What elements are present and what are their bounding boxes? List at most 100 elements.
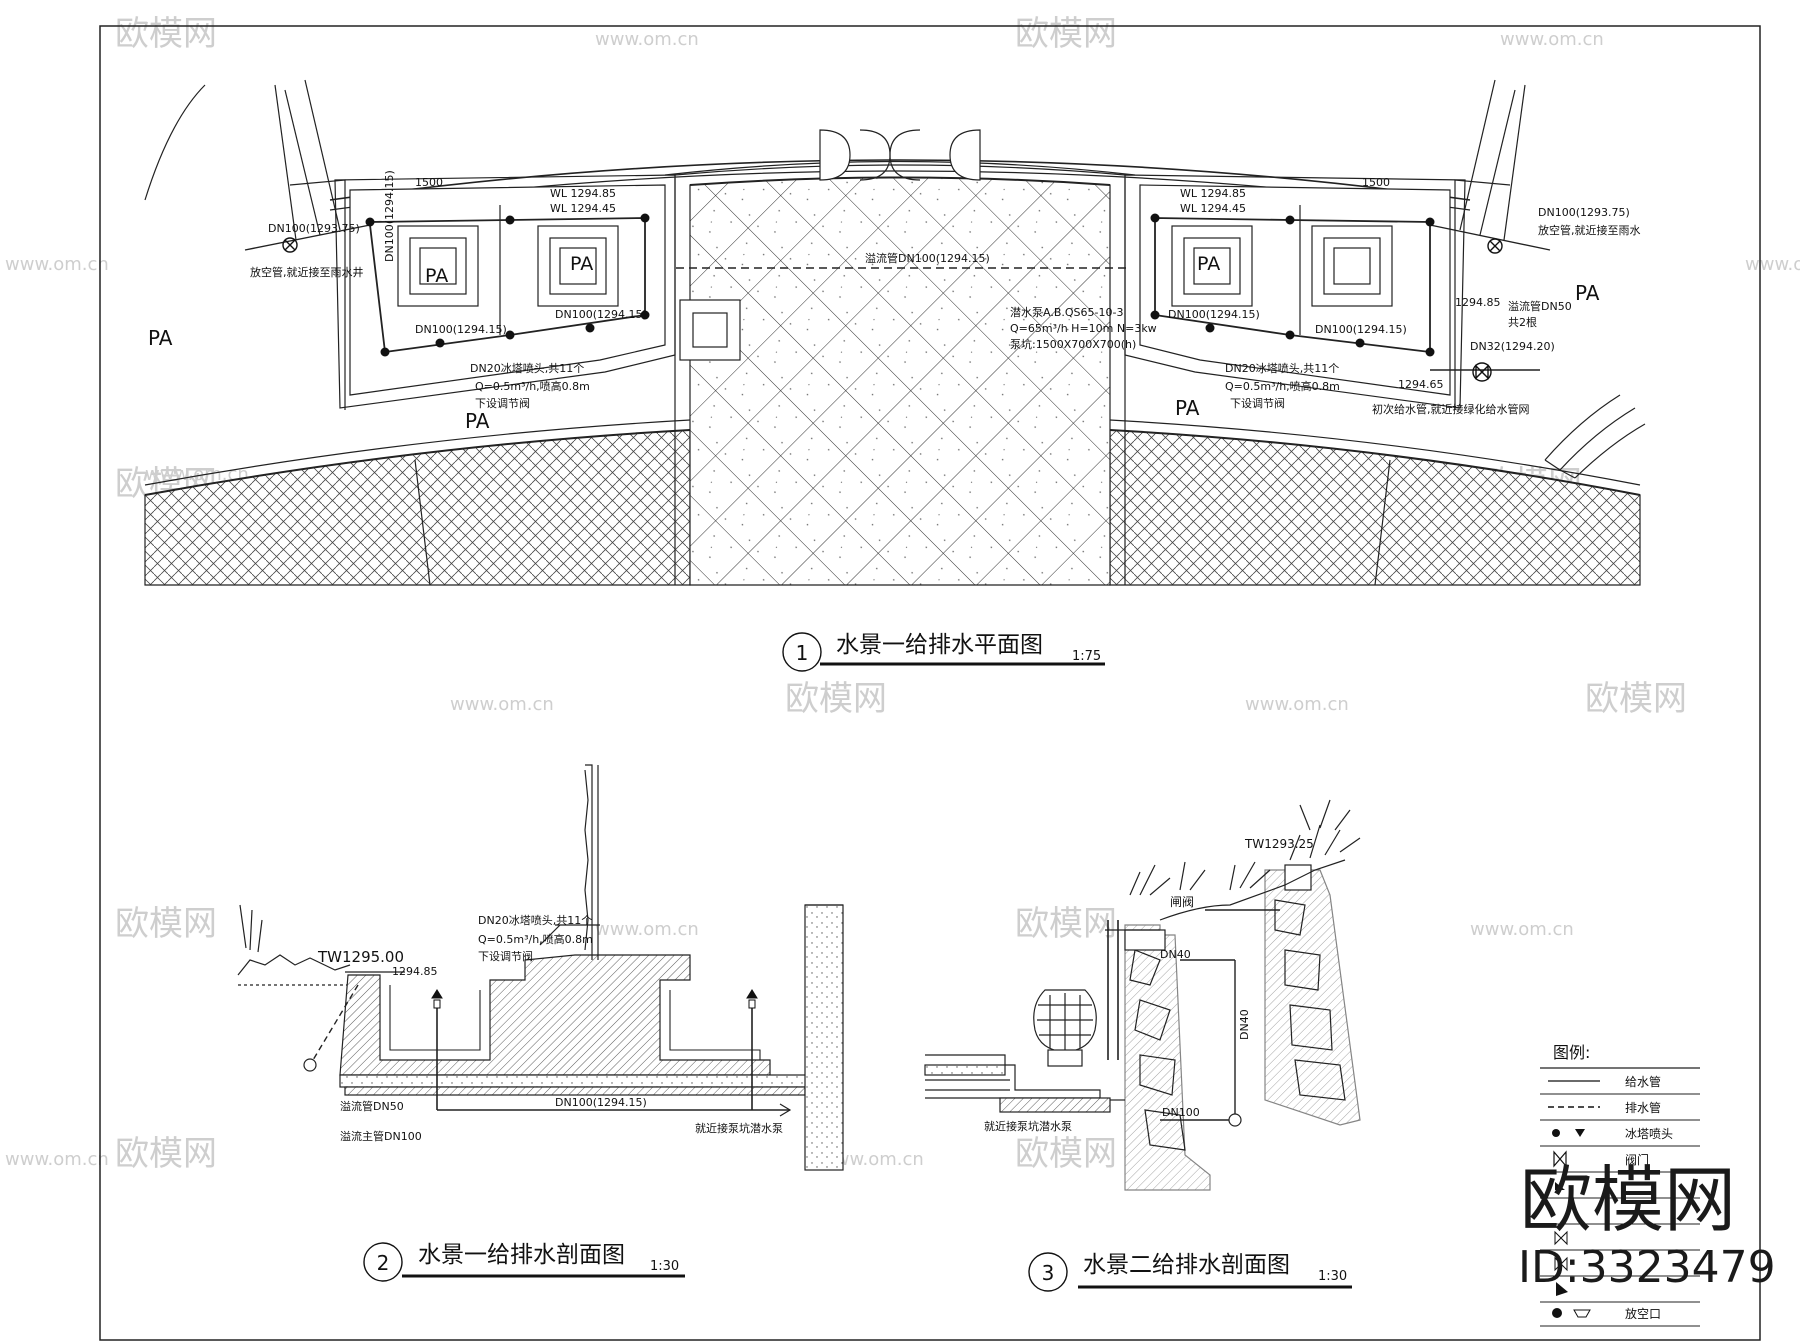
watermark-url: www.om.cn [595, 29, 699, 50]
pa-label: PA [1175, 396, 1200, 420]
plan-nozzles [365, 213, 1435, 357]
s1-dn100: DN100(1294.15) [555, 1096, 647, 1109]
plan-right-dn32: DN32(1294.20) [1470, 340, 1555, 353]
s2-pump: 就近接泵坑潜水泵 [984, 1119, 1072, 1133]
legend-item: 排水管 [1625, 1100, 1661, 1115]
section-1-view [237, 764, 844, 1171]
watermark-url: www.om.cn [450, 694, 554, 715]
plan-right-dn100-a: DN100(1294.15) [1168, 308, 1260, 321]
plan-scale: 1:75 [1072, 649, 1101, 664]
drawing-frame [99, 25, 1761, 1341]
s2-dn100: DN100 [1162, 1106, 1200, 1119]
watermark-url: www.om.cn [1245, 694, 1349, 715]
s1-valve: 下设调节阀 [478, 949, 533, 963]
pa-label: PA [148, 326, 173, 350]
pa-label: PA [465, 409, 490, 433]
s2-valve: 闸阀 [1170, 895, 1194, 909]
legend-item: 阀门 [1625, 1152, 1649, 1167]
plan-left-vent: 放空管,就近接至雨水井 [250, 265, 364, 279]
plan-left-flow: Q=0.5m³/h,喷高0.8m [475, 379, 590, 393]
plan-left-dn100-c: DN100(1294.15) [383, 170, 396, 262]
plan-labels: PA PA PA PA PA PA PA 1500 WL 1294.85 WL … [148, 170, 1641, 433]
section1-title-block: 2 水景一给排水剖面图 1:30 [363, 1242, 685, 1282]
plan-overflow: 溢流管DN100(1294.15) [865, 251, 990, 265]
plan-right-vent: 放空管,就近接至雨水 [1538, 223, 1641, 237]
s1-overflow: 溢流管DN50 [340, 1099, 404, 1113]
stamp-brand: 欧模网 [1520, 1158, 1736, 1242]
plan-right-valve: 下设调节阀 [1230, 396, 1285, 410]
valve-symbol [1553, 1150, 1567, 1168]
section2-title-block: 3 水景二给排水剖面图 1:30 [1028, 1252, 1352, 1292]
watermark-brand: 欧模网 [1585, 679, 1687, 719]
plan-left-dn100-a: DN100(1294.15) [555, 308, 647, 321]
plan-title: 水景一给排水平面图 [836, 632, 1043, 658]
watermark-brand: 欧模网 [115, 14, 217, 54]
legend-item: 冰塔喷头 [1625, 1127, 1673, 1141]
section1-nozzles [431, 989, 758, 1009]
central-paving [689, 176, 1111, 586]
watermark-url: www.om.cn [1745, 254, 1800, 275]
s1-tw: TW1295.00 [317, 948, 404, 966]
plan-title-block: 1 水景一给排水平面图 1:75 [782, 632, 1105, 672]
pump-pit [679, 299, 741, 361]
s2-tw: TW1293.25 [1244, 837, 1314, 851]
s1-main: 溢流主管DN100 [340, 1129, 422, 1143]
s2-dn40b: DN40 [1238, 1009, 1251, 1040]
watermark-brand: 欧模网 [1015, 1134, 1117, 1174]
om-stamp: 欧模网 ID:3323479 [1518, 1158, 1776, 1293]
watermark-brand: 欧模网 [1015, 904, 1117, 944]
plan-right-nozzle: DN20冰塔喷头,共11个 [1225, 362, 1339, 375]
plan-pump-3: 泵坑:1500X700X700(h) [1010, 337, 1136, 351]
pa-label: PA [1197, 253, 1220, 275]
plan-right-dn100-b: DN100(1294.15) [1315, 323, 1407, 336]
pa-label: PA [570, 253, 593, 275]
watermark-brand: 欧模网 [115, 1134, 217, 1174]
section1-labels: TW1295.00 1294.85 DN20冰塔喷头,共11个 Q=0.5m³/… [317, 914, 783, 1143]
s1-number: 2 [377, 1251, 390, 1275]
vent-symbol [1552, 1308, 1562, 1318]
watermark-url: www.om.cn [5, 254, 109, 275]
s2-title: 水景二给排水剖面图 [1083, 1252, 1290, 1278]
legend-item: 放空口 [1625, 1306, 1661, 1321]
watermark-brand: 欧模网 [785, 679, 887, 719]
s2-number: 3 [1042, 1261, 1055, 1285]
plan-right-elev2: 1294.65 [1398, 378, 1444, 391]
watermark-url: www.om.cn [5, 1149, 109, 1170]
plan-pump-1: 潜水泵A.B.QS65-10-3 [1010, 305, 1123, 319]
s2-scale: 1:30 [1318, 1269, 1347, 1284]
plan-right-wl1: WL 1294.85 [1180, 187, 1246, 200]
pa-label: PA [425, 265, 448, 287]
plan-left-wl2: WL 1294.45 [550, 202, 616, 215]
s1-flow: Q=0.5m³/h,喷高0.8m [478, 932, 593, 946]
plan-right-dn100: DN100(1293.75) [1538, 206, 1630, 219]
plan-left-valve: 下设调节阀 [475, 396, 530, 410]
plan-view [144, 79, 1646, 586]
plan-valves [282, 237, 1503, 382]
s1-pump: 就近接泵坑潜水泵 [695, 1121, 783, 1135]
watermark-brand: 欧模网 [1015, 14, 1117, 54]
plan-left-wl1: WL 1294.85 [550, 187, 616, 200]
watermark-url: www.om.cn [820, 1149, 924, 1170]
s1-elev: 1294.85 [392, 965, 438, 978]
plan-right-flow: Q=0.5m³/h,喷高0.8m [1225, 379, 1340, 393]
legend-labels: 给水管 排水管 冰塔喷头 阀门 放空口 [1625, 1074, 1673, 1321]
s1-nozzle: DN20冰塔喷头,共11个 [478, 914, 592, 927]
plan-right-wl2: WL 1294.45 [1180, 202, 1246, 215]
plan-number: 1 [796, 641, 809, 665]
s2-dn40a: DN40 [1160, 948, 1191, 961]
watermark-url: www.om.cn [595, 919, 699, 940]
plan-left-nozzle: DN20冰塔喷头,共11个 [470, 362, 584, 375]
plan-right-supply: 初次给水管,就近接绿化给水管网 [1372, 402, 1530, 416]
plan-right-dim: 1500 [1362, 176, 1390, 189]
plan-left-dn100: DN100(1293.75) [268, 222, 360, 235]
watermark-url: www.om.cn [1500, 29, 1604, 50]
watermark-brand: 欧模网 [115, 904, 217, 944]
plan-left-dn100-b: DN100(1294.15) [415, 323, 507, 336]
plan-right-count: 共2根 [1508, 315, 1537, 329]
plan-right-elev: 1294.85 [1455, 296, 1501, 309]
nozzle-symbol [1552, 1129, 1560, 1137]
plan-pump-2: Q=65m³/h H=10m N=3kw [1010, 322, 1157, 335]
plan-left-dim: 1500 [415, 176, 443, 189]
section-2-view [924, 799, 1361, 1191]
